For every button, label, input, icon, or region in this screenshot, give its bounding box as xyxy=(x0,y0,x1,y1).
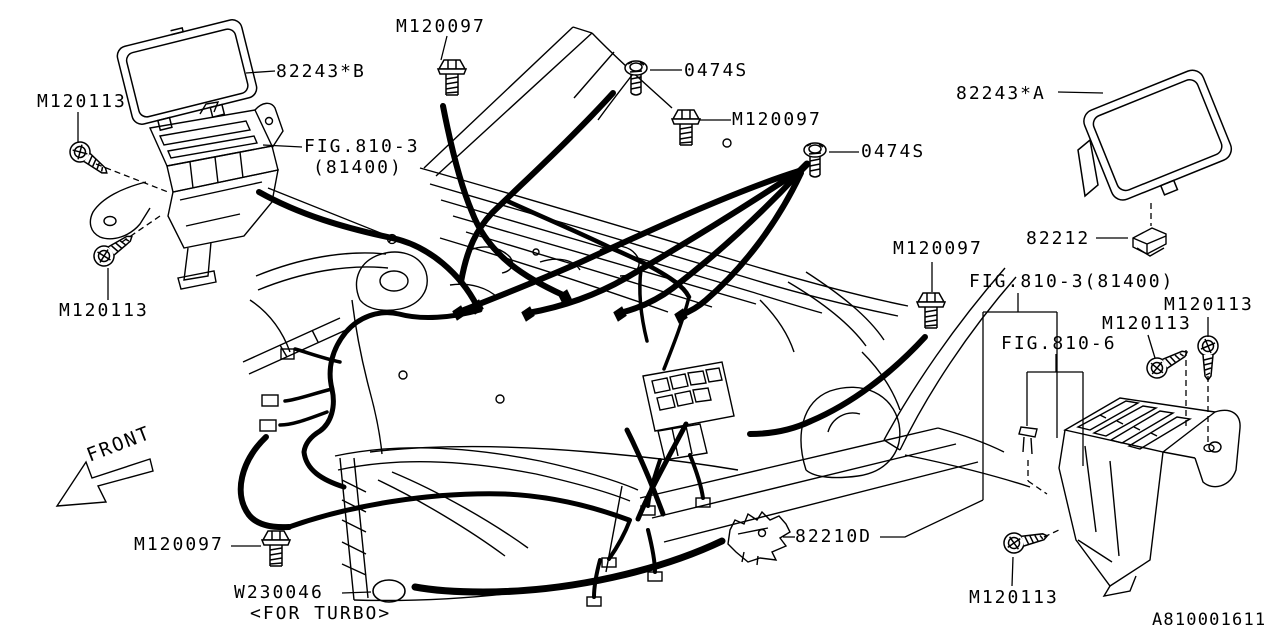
callout-fig810-3-left: FIG.810-3 xyxy=(304,136,420,157)
hex-flange-bolt-icon xyxy=(261,530,291,567)
callout-fig810-6: FIG.810-6 xyxy=(1001,333,1117,354)
fusebox-fig810-3-drawing xyxy=(89,101,284,290)
mounting-dashed-lines xyxy=(95,163,1209,538)
relay-bracket-82210D-drawing xyxy=(727,510,791,566)
callout-82210d: 82210D xyxy=(795,526,873,547)
tapping-screw-icon xyxy=(65,137,114,182)
callout-m120097-bottom: M120097 xyxy=(134,534,224,555)
callout-m120113-bottom-right: M120113 xyxy=(969,587,1059,608)
engine-bay-body-art xyxy=(242,26,1031,602)
hex-flange-bolt-icon xyxy=(671,109,701,146)
callout-m120097-top: M120097 xyxy=(396,16,486,37)
callout-w230046: W230046 xyxy=(234,582,324,603)
callout-m120113-right-inner: M120113 xyxy=(1102,313,1192,334)
callout-0474s-top: 0474S xyxy=(684,60,749,81)
callout-82243-a: 82243*A xyxy=(956,83,1046,104)
fusebox-cover-82243A-drawing xyxy=(1077,69,1233,201)
callout-fig810-3-left-sub: (81400) xyxy=(313,157,403,178)
callout-m120113-right-outer: M120113 xyxy=(1164,294,1254,315)
callout-m120113-left: M120113 xyxy=(59,300,149,321)
fusebox-cover-82243B-drawing xyxy=(116,19,258,132)
callout-0474s-mid: 0474S xyxy=(861,141,926,162)
grommet-ellipse-icon xyxy=(372,579,406,603)
front-direction-arrow-icon xyxy=(55,458,154,507)
callout-m120097-right: M120097 xyxy=(893,238,983,259)
mount-stud-icon xyxy=(386,233,398,245)
callout-m120097-mid: M120097 xyxy=(732,109,822,130)
tapping-screw-icon xyxy=(1001,525,1051,556)
fusebox-fig810-6-drawing xyxy=(1058,397,1241,597)
callout-m120113-topleft: M120113 xyxy=(37,91,127,112)
washer-head-screw-icon xyxy=(803,142,827,178)
callout-w230046-note: <FOR TURBO> xyxy=(250,603,392,624)
mini-fuse-clip-drawing xyxy=(1018,426,1038,455)
wiring-harness-art xyxy=(237,90,928,599)
harness-connectors xyxy=(259,348,711,607)
hex-flange-bolt-icon xyxy=(916,292,946,329)
leader-lines xyxy=(77,35,1215,594)
tapping-screw-icon xyxy=(1142,342,1193,383)
clip-82212-drawing xyxy=(1132,227,1167,257)
washer-head-screw-icon xyxy=(624,60,648,96)
callout-fig810-3-right: FIG.810-3(81400) xyxy=(969,271,1175,292)
drawing-code: A810001611 xyxy=(1152,610,1267,630)
hex-flange-bolt-icon xyxy=(437,59,467,96)
callout-82212: 82212 xyxy=(1026,228,1091,249)
callout-82243-b: 82243*B xyxy=(276,61,366,82)
tapping-screw-icon xyxy=(1197,335,1219,381)
